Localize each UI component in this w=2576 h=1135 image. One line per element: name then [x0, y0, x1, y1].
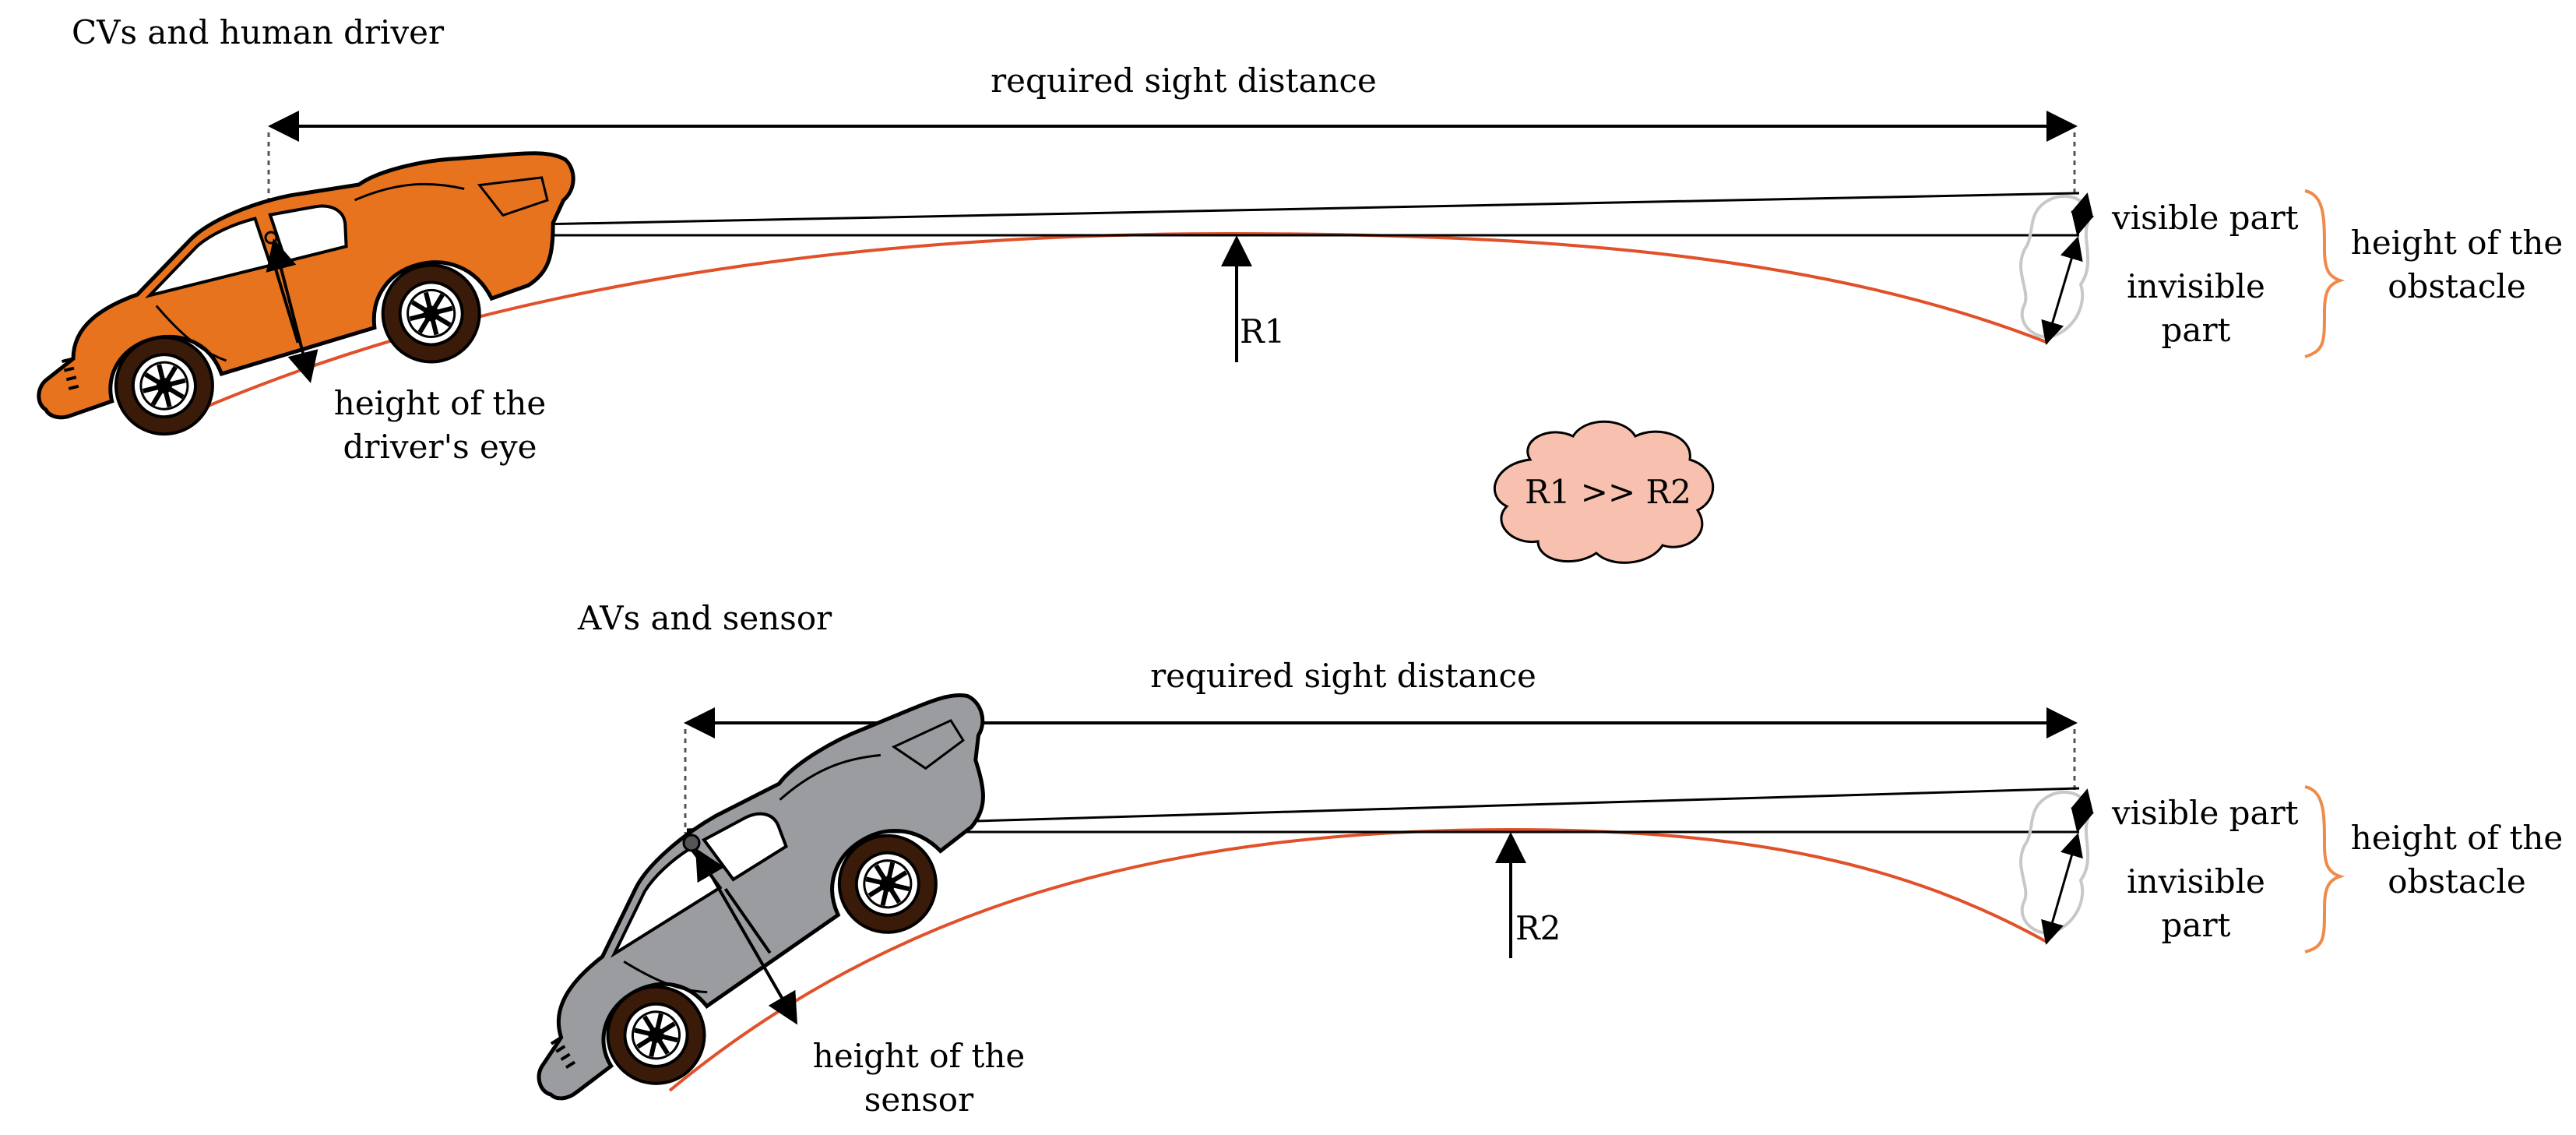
- top-eye-label-2: driver's eye: [343, 428, 537, 466]
- bottom-title: AVs and sensor: [578, 599, 832, 637]
- bottom-obstacle-brace: [2304, 785, 2345, 953]
- bottom-obstacle-label-1: height of the: [2350, 819, 2564, 857]
- top-invisible-label-1: invisible: [2127, 267, 2265, 305]
- top-visible-label: visible part: [2112, 199, 2299, 237]
- bottom-sensor-height-arrow: [695, 848, 797, 1025]
- bottom-sensor-label-1: height of the: [812, 1037, 1026, 1075]
- comparison-cloud: [1493, 420, 1715, 564]
- top-invisible-arrow: [2041, 236, 2083, 345]
- top-eye-height-arrow: [266, 238, 318, 383]
- top-visible-arrow: [2071, 192, 2094, 236]
- top-obstacle-label-1: height of the: [2350, 224, 2564, 262]
- top-invisible-label-2: part: [2161, 311, 2231, 349]
- bottom-scene: [468, 667, 2345, 1135]
- bottom-sensor-point: [682, 834, 701, 852]
- top-r1-label: R1: [1240, 312, 1286, 351]
- bottom-obstacle-label-2: obstacle: [2388, 862, 2526, 901]
- bottom-sensor-label-2: sensor: [864, 1080, 974, 1119]
- bottom-invisible-arrow: [2041, 833, 2083, 945]
- bottom-distance-label: required sight distance: [1150, 657, 1536, 695]
- comparison-text: R1 >> R2: [1525, 473, 1691, 511]
- top-obstacle-label-2: obstacle: [2388, 267, 2526, 305]
- top-eye-label-1: height of the: [333, 384, 547, 422]
- bottom-invisible-label-2: part: [2161, 906, 2231, 944]
- top-obstacle-brace: [2304, 189, 2345, 358]
- bottom-visible-label: visible part: [2112, 794, 2299, 832]
- bottom-r2-label: R2: [1515, 909, 1561, 947]
- bottom-visible-arrow: [2071, 788, 2094, 833]
- top-eye-point: [264, 231, 278, 245]
- top-distance-label: required sight distance: [991, 62, 1377, 100]
- bottom-invisible-label-1: invisible: [2127, 862, 2265, 901]
- top-sight-line-upper: [268, 192, 2080, 231]
- top-title: CVs and human driver: [72, 13, 445, 51]
- top-scene: [5, 111, 2345, 463]
- top-road-curve: [182, 231, 2049, 418]
